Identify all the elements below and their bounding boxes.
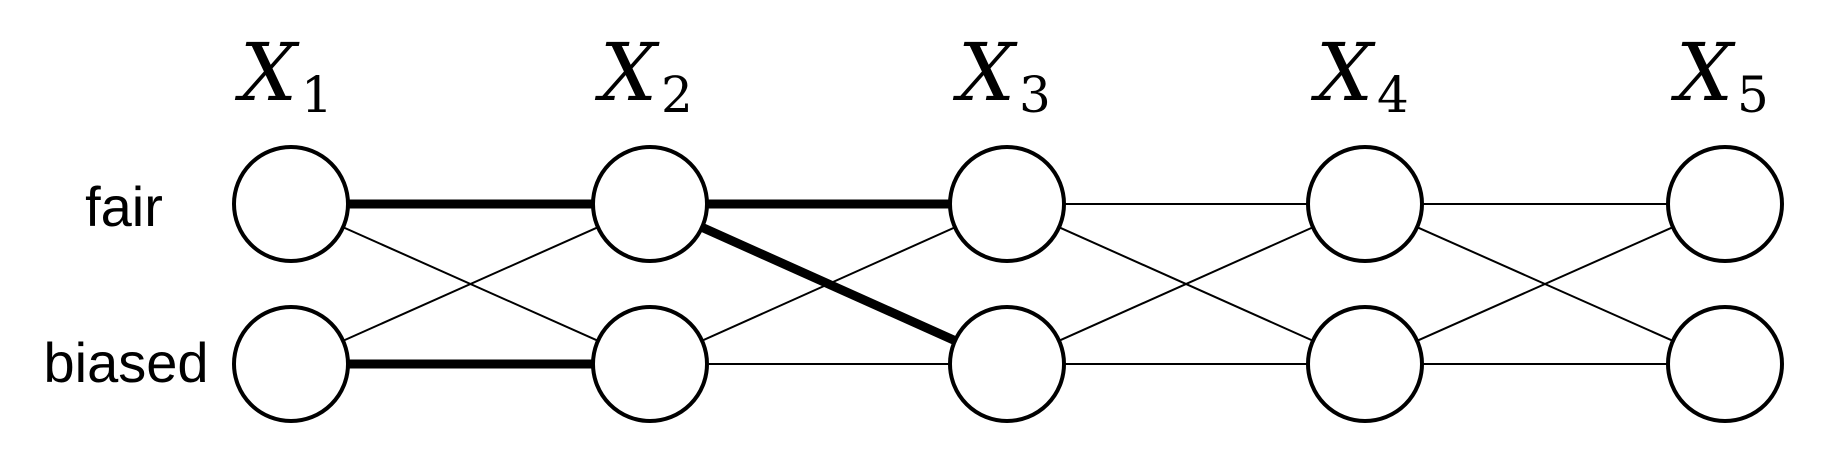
node-layer [232, 145, 1784, 423]
node-fair-x3 [948, 145, 1066, 263]
node-biased-x3 [948, 305, 1066, 423]
edge-biased-x4-to-fair-x5 [1364, 203, 1726, 365]
column-label-x3: X3 [952, 26, 1051, 124]
node-biased-x1 [232, 305, 350, 423]
node-fair-x4 [1306, 145, 1424, 263]
column-label-x2: X2 [594, 26, 693, 124]
row-label-fair: fair [85, 175, 163, 238]
column-label-x1: X1 [234, 26, 333, 124]
edge-biased-x1-to-fair-x2 [290, 203, 651, 365]
node-biased-x2 [591, 305, 709, 423]
row-label-biased: biased [43, 331, 208, 394]
node-biased-x4 [1306, 305, 1424, 423]
node-fair-x2 [591, 145, 709, 263]
column-label-x5: X5 [1670, 26, 1769, 124]
column-label-x4: X4 [1310, 26, 1409, 124]
edge-biased-x2-to-fair-x3 [649, 203, 1008, 365]
node-biased-x5 [1666, 305, 1784, 423]
node-fair-x1 [232, 145, 350, 263]
node-fair-x5 [1666, 145, 1784, 263]
edge-layer [290, 199, 1726, 369]
edge-biased-x3-to-fair-x4 [1006, 203, 1366, 365]
